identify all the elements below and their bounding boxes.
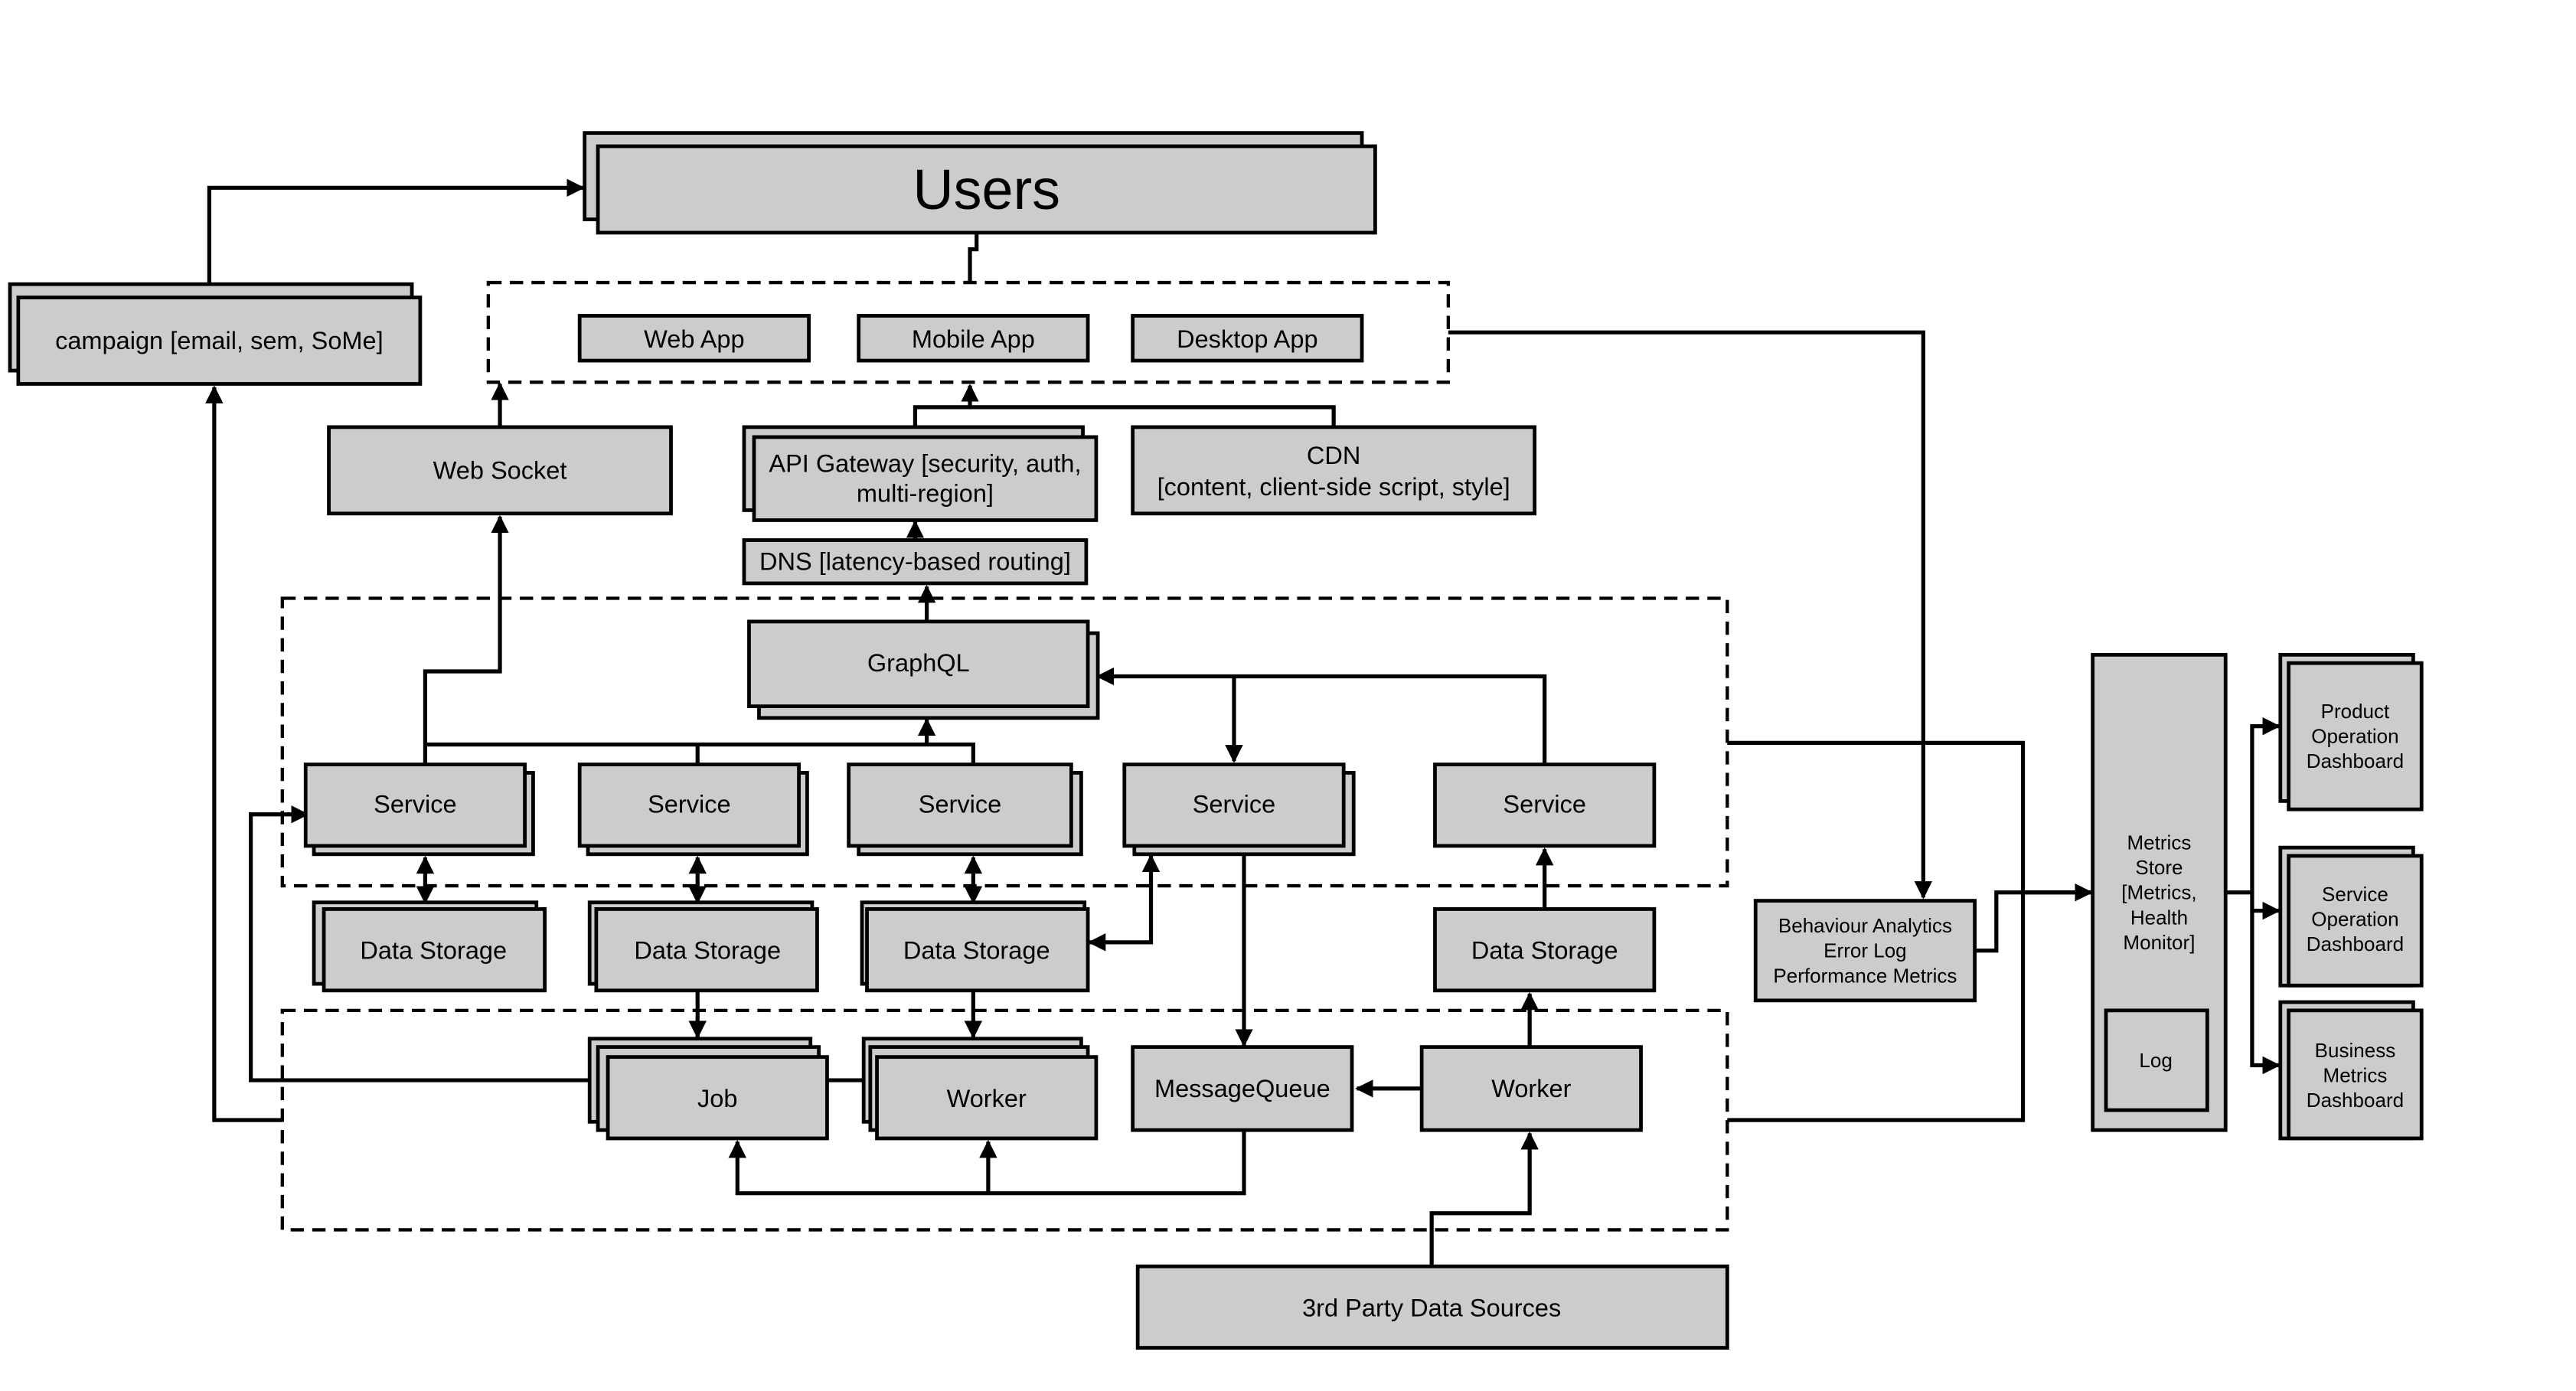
service-node-4: Service [1122,762,1356,857]
mobile-app-node: Mobile App [857,314,1090,363]
campaign-label: campaign [email, sem, SoMe] [55,327,384,354]
edge-metrics-to-service-dashboard [2250,892,2281,920]
api-gateway-label-line2: multi-region] [857,480,994,508]
data-storage-label-2: Data Storage [634,937,781,965]
metrics-label-line1: Metrics [2127,831,2192,854]
desktop-app-label: Desktop App [1177,325,1318,353]
data-storage-label-3: Data Storage [903,937,1050,965]
job-label: Job [697,1085,737,1112]
service-node-2: Service [577,762,809,857]
edge-campaign-to-users [207,178,585,283]
edge-thirdparty-to-worker [1429,1131,1539,1267]
service-dashboard-node: Service Operation Dashboard [2278,845,2424,988]
product-dashboard-line2: Operation [2311,725,2398,748]
edge-clients-to-behaviour [1448,330,1933,900]
behaviour-label-line3: Performance Metrics [1773,964,1957,987]
edges [205,178,2281,1267]
service-label-2: Service [648,791,730,818]
data-storage-node-1: Data Storage [312,900,547,993]
service-label-1: Service [374,791,456,818]
service-dashboard-line1: Service [2322,883,2388,906]
edge-behaviour-to-metrics [1974,883,2093,953]
job-node: Job [587,1037,829,1141]
data-storage-label-1: Data Storage [360,937,507,965]
data-storage-node-3: Data Storage [860,900,1090,993]
service-node-3: Service [847,762,1083,857]
cdn-label-line2: [content, client-side script, style] [1157,473,1510,501]
edge-services-bus [425,742,975,765]
users-node: Users [583,131,1377,235]
worker-label-2: Worker [1491,1075,1571,1102]
log-label: Log [2139,1049,2172,1072]
service-dashboard-line3: Dashboard [2307,932,2404,955]
metrics-label-line5: Monitor] [2123,931,2195,954]
data-storage-node-4: Data Storage [1433,907,1657,993]
behaviour-label-line2: Error Log [1823,939,1906,962]
business-dashboard-line3: Dashboard [2307,1089,2404,1112]
edge-service4-storage3 [1087,854,1161,952]
third-party-node: 3rd Party Data Sources [1135,1264,1729,1350]
service-label-4: Service [1193,791,1275,818]
edge-services-to-metrics [1727,740,2026,1122]
metrics-label-line2: Store [2135,856,2183,879]
api-gateway-node: API Gateway [security, auth, multi-regio… [742,425,1099,522]
worker-node-1: Worker [861,1037,1099,1141]
edge-background-to-campaign [205,385,282,1122]
users-label: Users [913,158,1060,221]
service-node-5: Service [1433,762,1657,848]
web-socket-node: Web Socket [327,425,673,516]
metrics-label-line4: Health [2130,906,2188,929]
graphql-label: GraphQL [867,649,970,677]
edge-metrics-to-business-dashboard [2250,910,2281,1075]
edge-clients-to-users [968,234,979,283]
business-dashboard-line2: Metrics [2323,1064,2388,1087]
edge-apigateway-to-clients [913,405,1336,427]
desktop-app-node: Desktop App [1131,314,1364,363]
log-box [2104,1008,2209,1112]
metrics-label-line3: [Metrics, [2121,881,2196,904]
third-party-label: 3rd Party Data Sources [1302,1294,1561,1321]
service-label-3: Service [919,791,1001,818]
cdn-label-line1: CDN [1307,442,1360,469]
edge-queue-to-job-worker [728,1130,1246,1196]
edge-job-to-service [249,805,590,1082]
api-gateway-label-line1: API Gateway [security, auth, [769,450,1081,478]
campaign-node: campaign [email, sem, SoMe] [8,282,423,386]
web-app-label: Web App [644,325,744,353]
mobile-app-label: Mobile App [912,325,1035,353]
edge-metrics-dashboards-trunk [2225,717,2281,895]
service-label-5: Service [1503,791,1585,818]
edge-service5-to-graphql [1095,667,1547,765]
product-dashboard-line3: Dashboard [2307,749,2404,772]
web-socket-label: Web Socket [433,456,567,484]
dns-node: DNS [latency-based routing] [742,538,1089,586]
data-storage-label-4: Data Storage [1471,937,1618,965]
graphql-node: GraphQL [747,619,1100,720]
business-dashboard-line1: Business [2315,1039,2396,1062]
business-dashboard-node: Business Metrics Dashboard [2278,1000,2424,1141]
cdn-node: CDN [content, client-side script, style] [1131,425,1537,516]
service-node-1: Service [303,762,535,857]
metrics-store-node: Metrics Store [Metrics, Health Monitor] … [2091,652,2228,1132]
message-queue-label: MessageQueue [1154,1075,1330,1102]
behaviour-analytics-node: Behaviour Analytics Error Log Performanc… [1753,899,1977,1003]
worker-label-1: Worker [947,1085,1027,1112]
worker-node-2: Worker [1419,1045,1643,1132]
data-storage-node-2: Data Storage [587,900,819,993]
service-dashboard-line2: Operation [2311,907,2398,930]
edge-service-to-websocket [423,514,509,765]
dns-label: DNS [latency-based routing] [759,548,1071,576]
product-dashboard-line1: Product [2321,700,2390,723]
behaviour-label-line1: Behaviour Analytics [1778,914,1952,937]
message-queue-node: MessageQueue [1131,1045,1354,1132]
web-app-node: Web App [577,314,811,363]
product-dashboard-node: Product Operation Dashboard [2278,652,2424,811]
